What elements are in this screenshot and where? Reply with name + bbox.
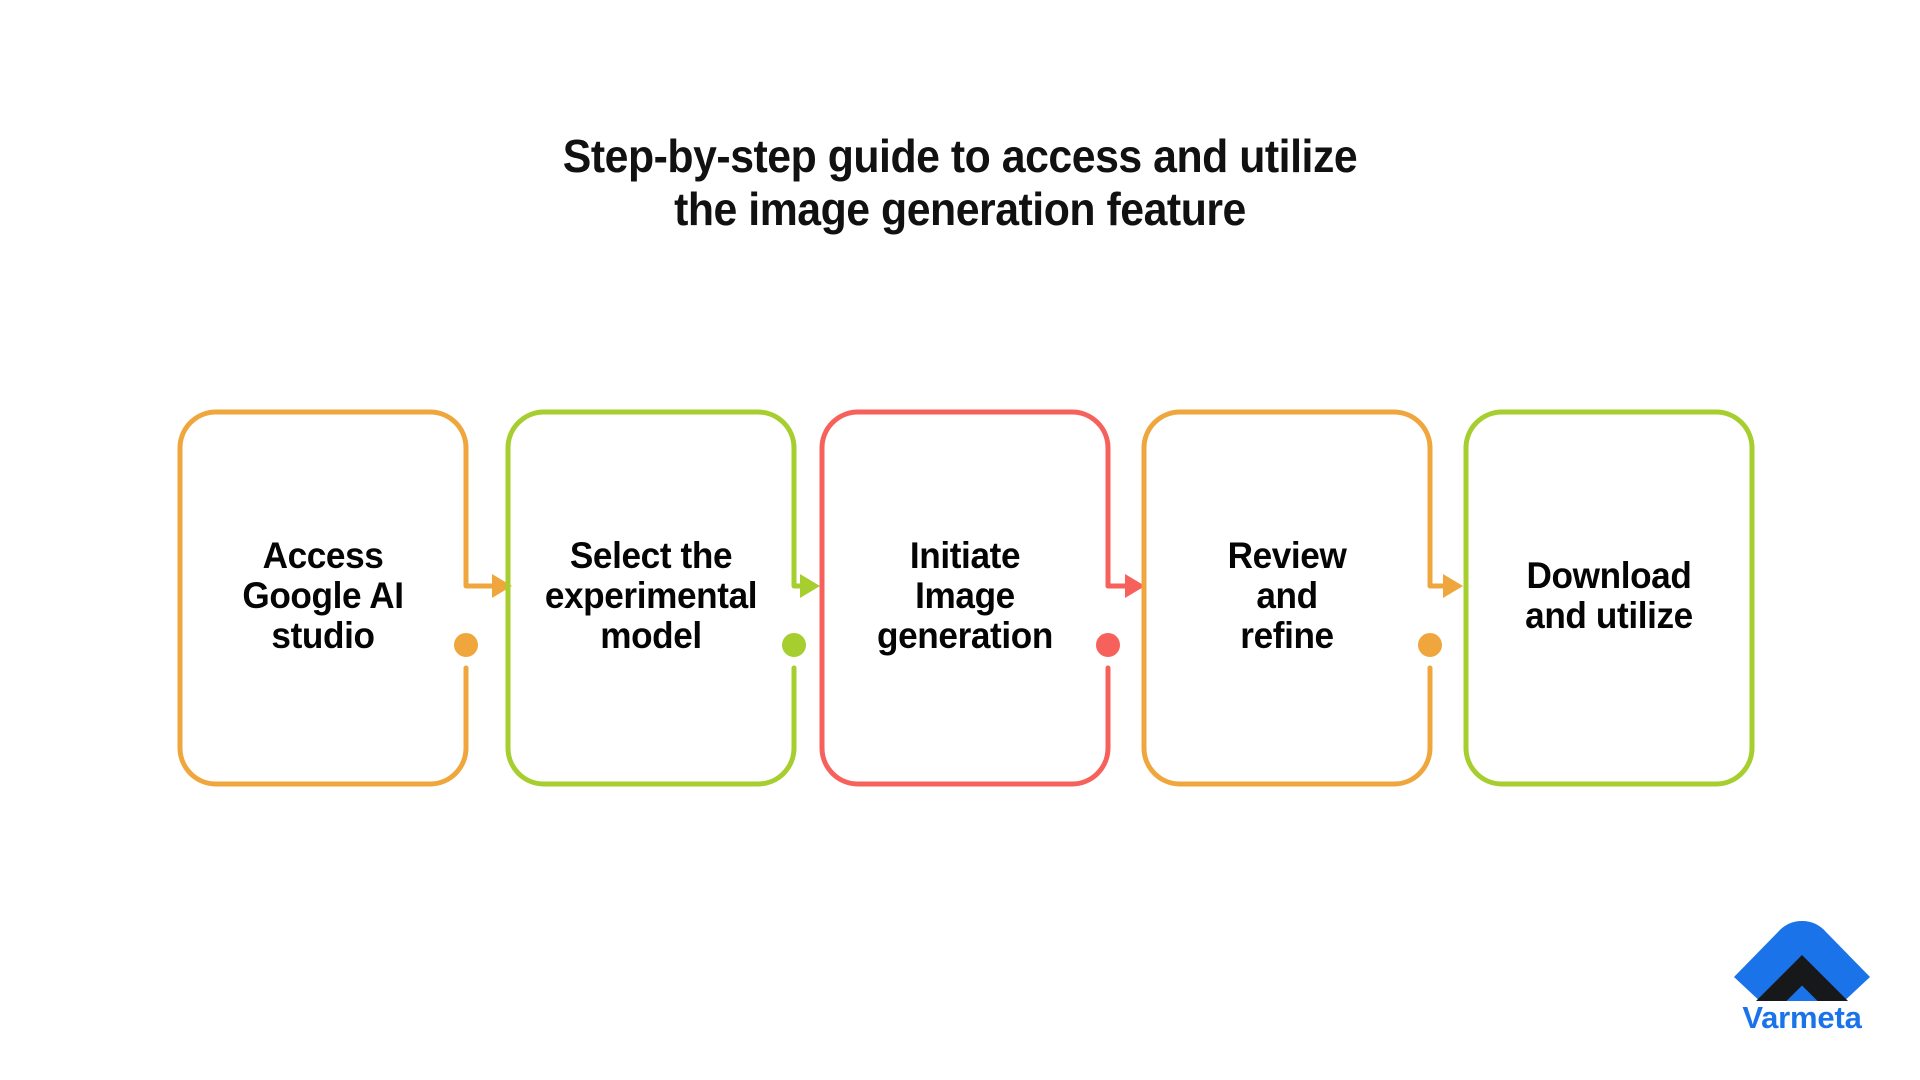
- page-title: Step-by-step guide to access and utilize…: [0, 130, 1920, 236]
- connector-step-4-to-step-5: [1418, 574, 1463, 657]
- step-label-2: Select the experimental model: [544, 535, 758, 656]
- page-title-line-2: the image generation feature: [674, 183, 1246, 235]
- varmeta-wordmark: Varmeta: [1742, 1000, 1862, 1035]
- varmeta-logo[interactable]: Varmeta: [1702, 915, 1902, 1045]
- varmeta-chevron-mark: [1734, 921, 1870, 1023]
- connector-step-1-to-step-2: [454, 574, 512, 657]
- step-label-3: Initiate Image generation: [877, 535, 1053, 656]
- connector-step-3-to-step-4: [1096, 574, 1145, 657]
- step-label-5: Download and utilize: [1525, 555, 1693, 636]
- step-label-1: Access Google AI studio: [242, 535, 404, 656]
- step-label-4: Review and refine: [1227, 535, 1347, 656]
- page-title-line-1: Step-by-step guide to access and utilize: [562, 130, 1358, 182]
